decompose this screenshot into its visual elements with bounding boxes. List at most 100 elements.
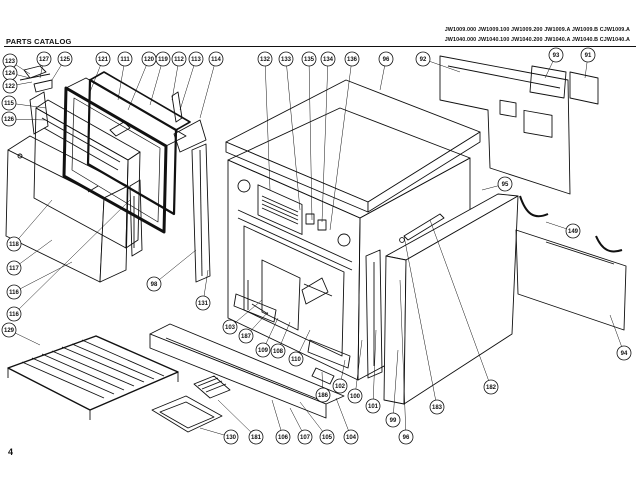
part-number-label: 120 (144, 57, 155, 63)
callout-circle (315, 387, 331, 403)
leader-line-c96bot (399, 279, 407, 438)
callout-circle (171, 51, 187, 67)
part-callout-c136: 136 (344, 51, 360, 67)
part-number-label: 136 (347, 57, 358, 63)
callout-circle (415, 51, 431, 67)
part-callout-c149: 149 (565, 223, 581, 239)
callout-circle (347, 388, 363, 404)
callout-circle (344, 51, 360, 67)
part-number-label: 113 (191, 57, 201, 63)
oven-rack (7, 335, 179, 420)
leader-line-c120 (127, 58, 150, 111)
drip-tray (151, 395, 223, 433)
callout-circle (270, 343, 286, 359)
part-number-label: 100 (350, 394, 361, 400)
callout-circle (378, 51, 394, 67)
callout-circle (565, 223, 581, 239)
callout-circle (320, 51, 336, 67)
part-number-label: 112 (174, 57, 184, 63)
part-callout-c186: 186 (315, 387, 331, 403)
part-callout-c126: 126 (1, 111, 17, 127)
part-number-label: 126 (4, 117, 15, 123)
part-callout-c94: 94 (616, 345, 632, 361)
part-callout-c132: 132 (257, 51, 273, 67)
part-callout-c118: 118 (6, 236, 22, 252)
callout-circle (222, 319, 238, 335)
callout-circle (1, 111, 17, 127)
part-number-label: 102 (335, 384, 346, 390)
callout-circle (257, 51, 273, 67)
leader-line-c118 (13, 199, 53, 245)
callout-circle (580, 47, 596, 63)
door-inner-frame (33, 99, 141, 249)
part-number-label: 125 (60, 57, 71, 63)
model-list-line-2: JW1040.000 JW1040.100 JW1040.200 JW1040.… (444, 37, 630, 43)
part-callout-c93: 93 (548, 47, 564, 63)
part-callout-c112: 112 (171, 51, 187, 67)
part-number-label: 94 (621, 351, 628, 357)
cavity-bottom-parts (233, 293, 351, 385)
part-number-label: 134 (323, 57, 334, 63)
leader-line-c99 (392, 349, 399, 421)
part-callout-c95: 95 (497, 176, 513, 192)
part-number-label: 95 (502, 182, 509, 188)
callout-circle (332, 378, 348, 394)
front-bottom-trim (149, 323, 345, 419)
part-callout-c117: 117 (6, 260, 22, 276)
header-rule (4, 46, 636, 47)
part-number-label: 181 (251, 435, 262, 441)
part-number-label: 135 (304, 57, 315, 63)
part-number-label: 105 (322, 435, 333, 441)
leader-line-c100 (354, 339, 363, 397)
callout-circle (365, 398, 381, 414)
callout-circle (146, 276, 162, 292)
part-callout-c114: 114 (208, 51, 224, 67)
part-callout-c103: 103 (222, 319, 238, 335)
callout-circle (2, 78, 18, 94)
callout-circle (248, 429, 264, 445)
part-callout-c109: 109 (255, 342, 271, 358)
callout-circle (1, 95, 17, 111)
part-callout-c102: 102 (332, 378, 348, 394)
callout-circle (57, 51, 73, 67)
part-callout-c127: 127 (36, 51, 52, 67)
part-number-label: 121 (98, 57, 109, 63)
part-number-label: 93 (553, 53, 560, 59)
part-callout-c187: 187 (238, 328, 254, 344)
part-callout-c135: 135 (301, 51, 317, 67)
part-number-label: 131 (198, 301, 209, 307)
cabinet-frame (227, 107, 471, 381)
part-number-label: 96 (383, 57, 390, 63)
part-number-label: 132 (260, 57, 271, 63)
callout-circle (616, 345, 632, 361)
leader-line-c183 (403, 235, 438, 408)
part-callout-c130: 130 (223, 429, 239, 445)
part-number-label: 127 (39, 57, 50, 63)
callout-circle (188, 51, 204, 67)
part-number-label: 115 (4, 101, 14, 107)
callout-circle (275, 429, 291, 445)
part-number-label: 130 (226, 435, 237, 441)
part-number-label: 119 (158, 57, 168, 63)
part-number-label: 109 (258, 348, 269, 354)
leader-line-c133 (285, 58, 301, 211)
callout-circle (288, 351, 304, 367)
part-callout-c92: 92 (415, 51, 431, 67)
part-number-label: 116 (9, 290, 19, 296)
part-number-label: 122 (5, 84, 16, 90)
part-callout-c99: 99 (385, 412, 401, 428)
leader-line-c98 (153, 249, 197, 285)
leader-line-c132 (264, 58, 271, 191)
front-trim-strip (191, 143, 211, 283)
callout-circle (6, 284, 22, 300)
callout-circle (429, 399, 445, 415)
part-number-label: 103 (225, 325, 236, 331)
part-number-label: 91 (585, 53, 592, 59)
door-seal-gasket (86, 71, 191, 216)
part-number-label: 101 (368, 404, 379, 410)
part-callout-c131: 131 (195, 295, 211, 311)
part-callout-c122: 122 (2, 78, 18, 94)
door-inner-panel-114 (173, 119, 207, 153)
part-number-label: 118 (9, 242, 19, 248)
